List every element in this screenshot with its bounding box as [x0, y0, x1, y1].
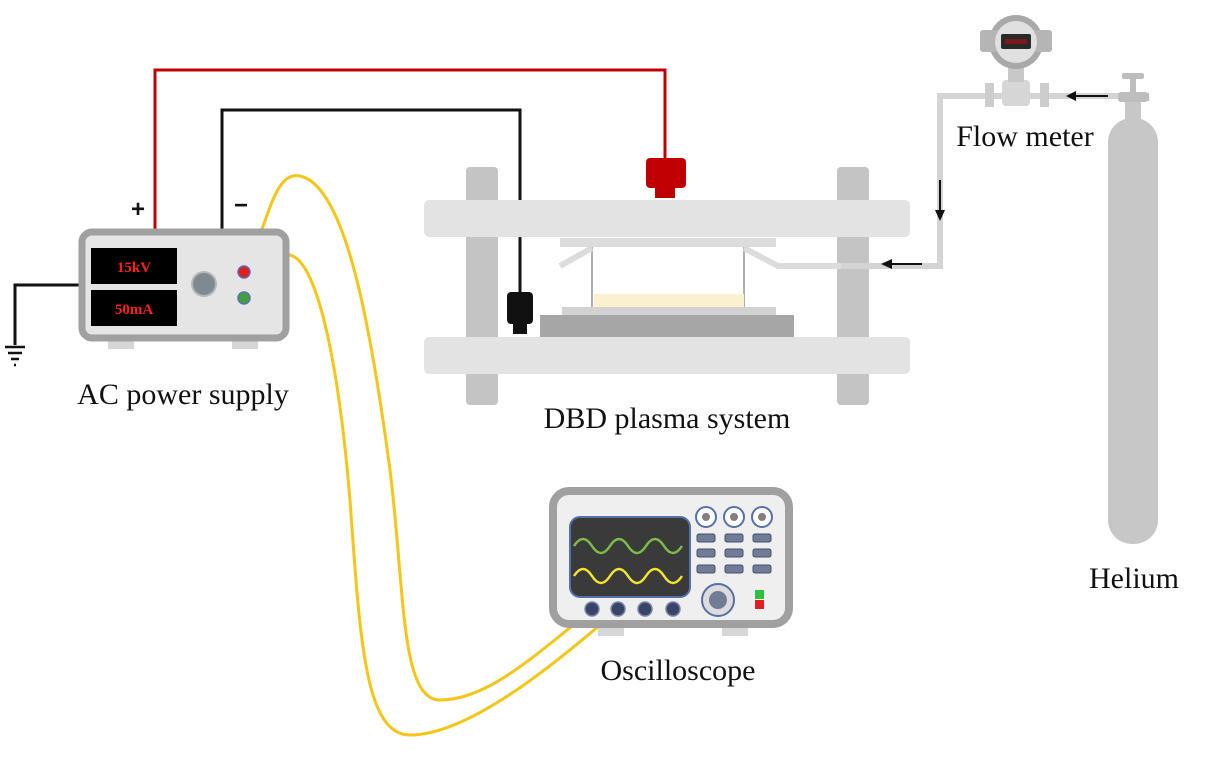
probe-wire-2 [242, 253, 616, 737]
arrow-down-icon [935, 180, 945, 221]
plasma-system-label: DBD plasma system [544, 402, 791, 435]
output-terminal-red [237, 265, 251, 279]
flow-arrows [881, 91, 1108, 269]
hv-connector-icon [646, 158, 686, 198]
earth-ground-wire [13, 283, 82, 345]
oscilloscope-label: Oscilloscope [601, 654, 756, 687]
flow-meter [980, 15, 1052, 107]
status-led-green [755, 590, 764, 599]
lower-electrode [540, 315, 794, 337]
upper-electrode [560, 238, 776, 247]
bottom-plate [424, 337, 910, 374]
power-supply-label: AC power supply [77, 378, 289, 411]
wires [13, 68, 667, 737]
current-display-text: 50mA [115, 302, 153, 318]
oscilloscope-dials [695, 506, 773, 528]
ground-symbol-icon [5, 345, 25, 367]
top-plate [424, 200, 910, 237]
trace-yellow [572, 567, 684, 585]
high-voltage-wire [153, 68, 667, 232]
oscilloscope-keypad [696, 533, 772, 574]
dbd-plasma-system [424, 158, 910, 405]
ground-connector-icon [507, 292, 533, 334]
flow-meter-label: Flow meter [956, 120, 1093, 153]
current-display [91, 290, 177, 326]
dielectric-plate [562, 307, 776, 316]
voltage-display [91, 248, 177, 284]
trace-green [572, 537, 684, 555]
probe-wire-1 [242, 174, 591, 702]
plus-terminal-label: + [131, 196, 145, 223]
helium-label: Helium [1089, 562, 1179, 595]
helium-cylinder [1108, 73, 1158, 544]
chamber-inlet-pipe [558, 245, 842, 269]
arrow-left-icon [881, 259, 922, 269]
minus-terminal-label: − [234, 192, 248, 219]
arrow-left-icon [1066, 91, 1108, 101]
status-led-red [755, 600, 764, 609]
oscilloscope [549, 487, 793, 636]
output-terminal-green [237, 291, 251, 305]
voltage-display-text: 15kV [117, 260, 151, 276]
oscilloscope-input-ports [584, 601, 681, 617]
ac-power-supply: 15kV 50mA + − [78, 192, 290, 349]
oscilloscope-screen [569, 516, 691, 598]
power-knob [191, 271, 217, 297]
sample [594, 294, 744, 307]
